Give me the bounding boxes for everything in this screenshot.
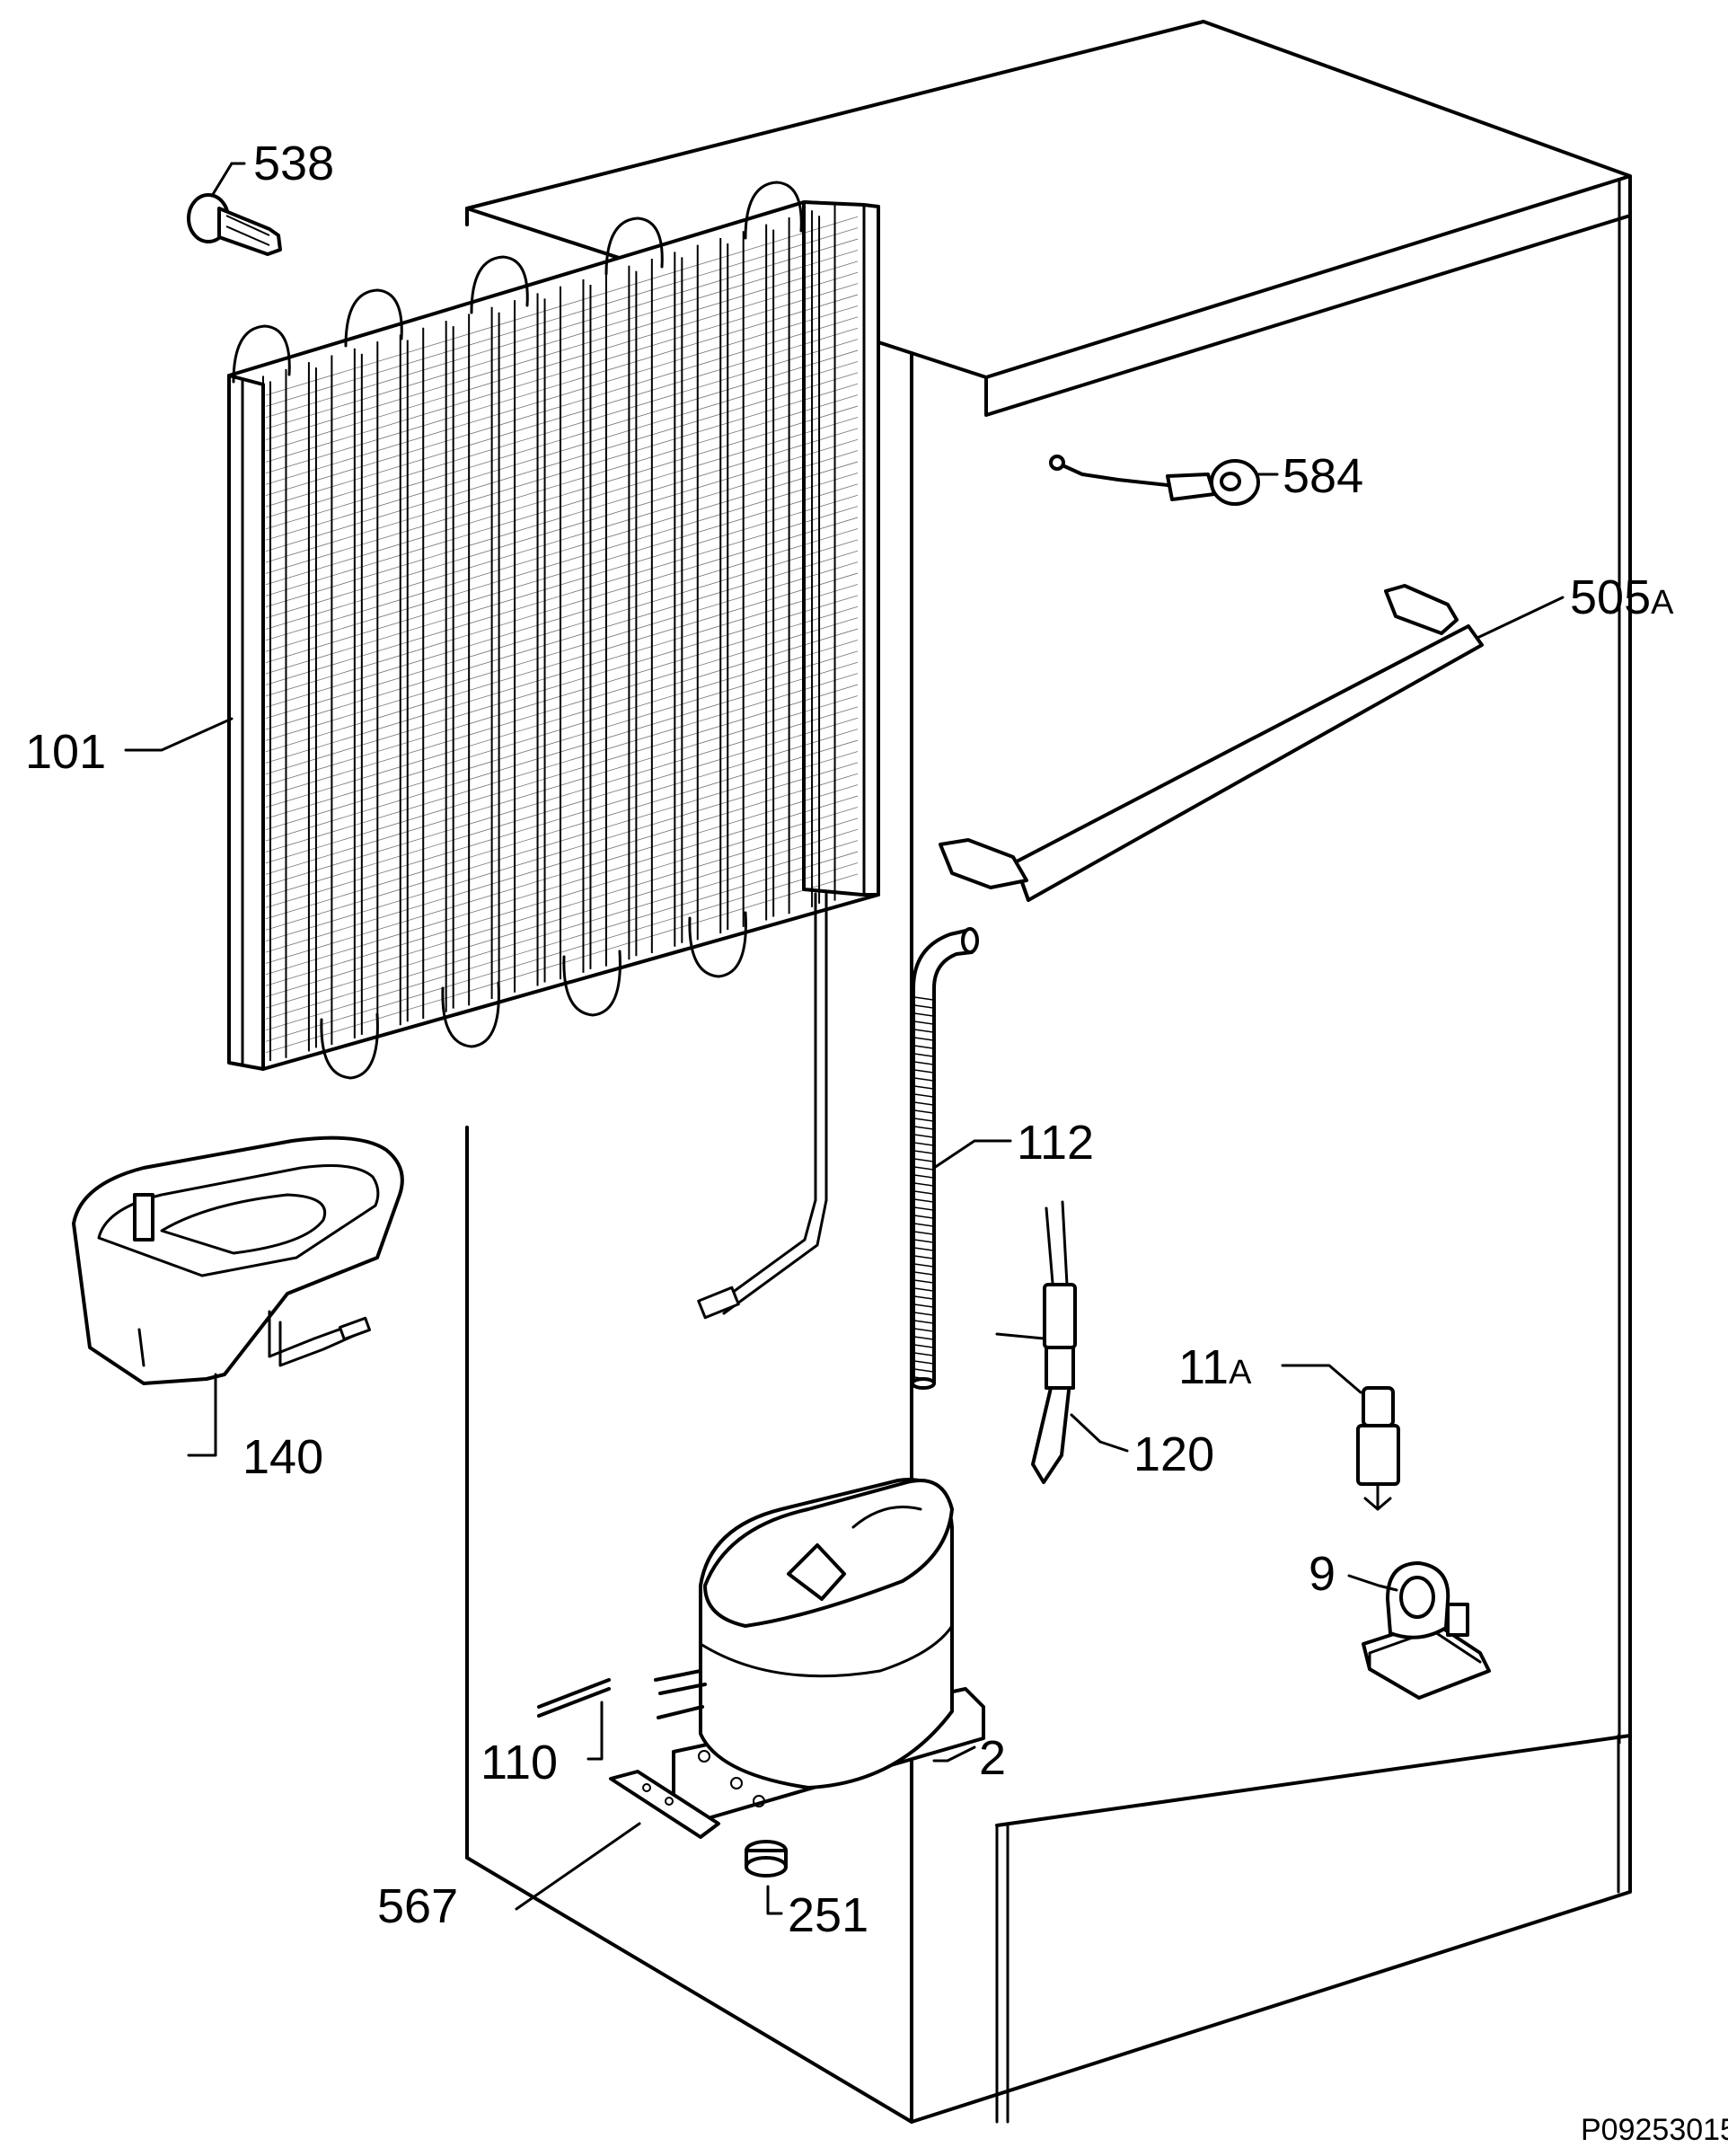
drain-tube-rings <box>913 996 934 1381</box>
compressor-2 <box>654 1478 985 1821</box>
door-bar-505a <box>939 584 1565 902</box>
grommet-251 <box>745 1840 788 1915</box>
label-110: 110 <box>480 1736 558 1789</box>
label-112: 112 <box>1017 1116 1094 1170</box>
label-11a-number: 11 <box>1178 1340 1229 1394</box>
label-567: 567 <box>377 1879 458 1933</box>
label-101: 101 <box>25 725 106 779</box>
label-538: 538 <box>253 137 334 190</box>
label-140: 140 <box>242 1430 323 1484</box>
clip-538 <box>187 162 282 256</box>
label-120: 120 <box>1133 1427 1214 1481</box>
drain-tube-112 <box>911 927 1012 1390</box>
clamp-9 <box>1347 1561 1491 1700</box>
condenser-fins <box>262 203 859 1065</box>
condenser-coil-loops <box>232 181 803 1080</box>
label-11a-suffix: A <box>1229 1354 1252 1392</box>
label-9: 9 <box>1309 1547 1336 1601</box>
overload-11a <box>1281 1364 1400 1511</box>
relay-120 <box>995 1200 1129 1484</box>
label-2: 2 <box>979 1731 1006 1785</box>
reference-code: P09253015711 <box>1581 2113 1728 2147</box>
label-251: 251 <box>788 1888 868 1942</box>
plate-567 <box>515 1770 720 1911</box>
sensor-584 <box>1049 455 1279 506</box>
condenser-101 <box>227 181 880 1320</box>
pipe-110 <box>537 1678 611 1761</box>
label-11a: 11A <box>1178 1340 1252 1394</box>
label-505a: 505A <box>1570 570 1674 624</box>
label-505a-number: 505 <box>1570 570 1651 624</box>
drip-tray-140 <box>72 1135 404 1457</box>
label-505a-suffix: A <box>1651 584 1674 622</box>
leader-101 <box>124 717 234 752</box>
label-584: 584 <box>1283 449 1363 503</box>
